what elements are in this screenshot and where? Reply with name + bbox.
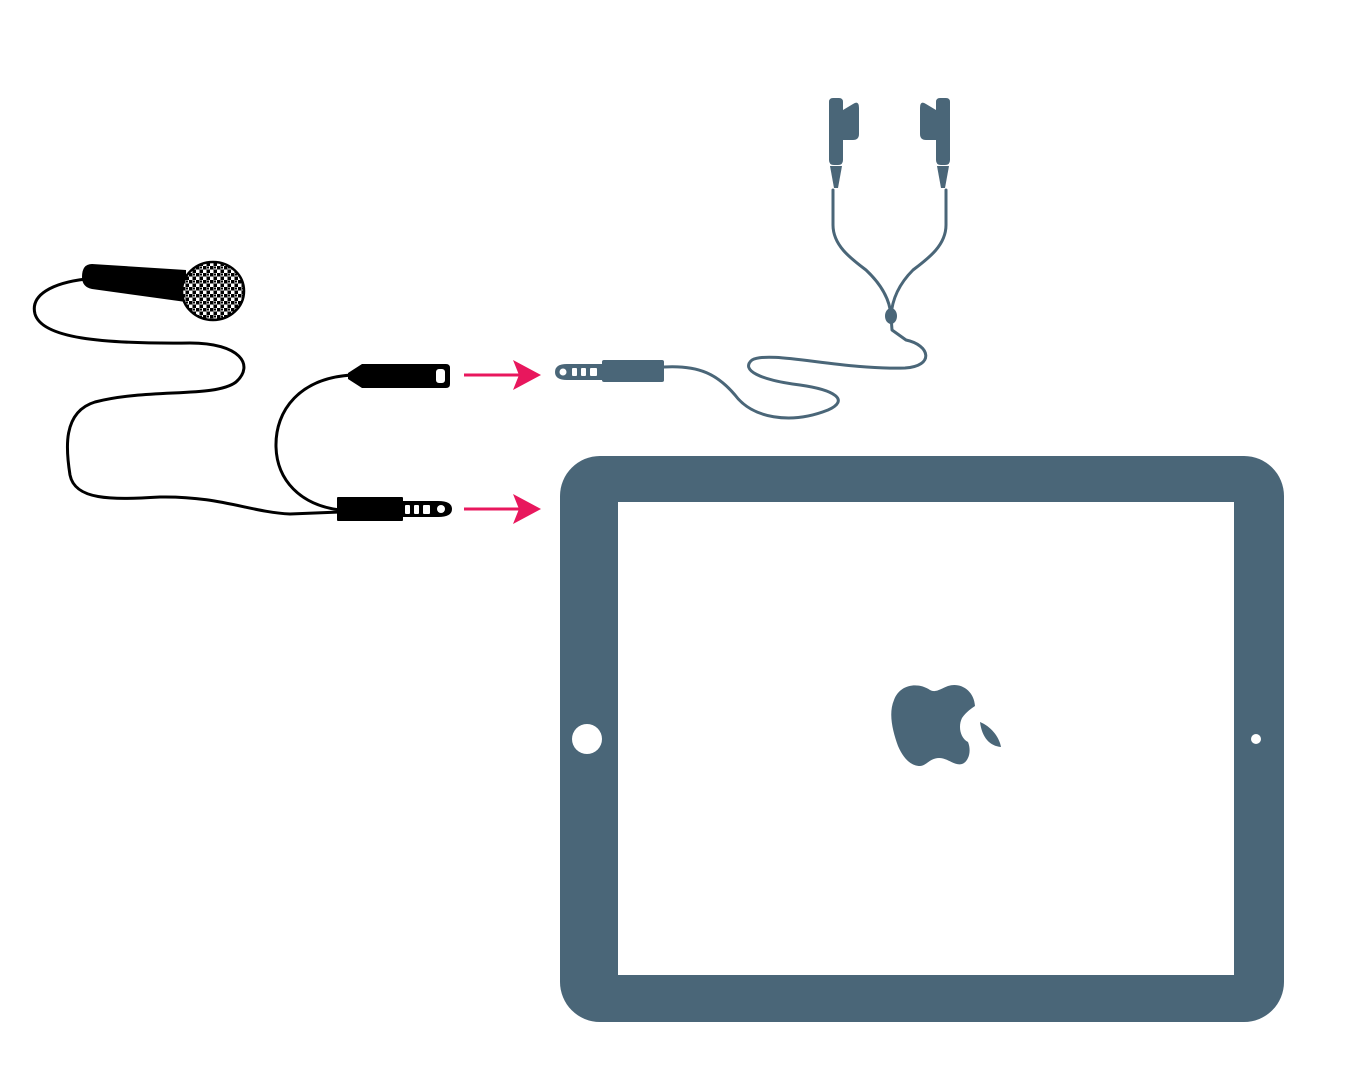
earbud-left — [829, 98, 859, 188]
tablet-camera — [1251, 734, 1261, 744]
earphones-junction — [885, 308, 897, 324]
earphone-plug — [555, 360, 664, 382]
earphones-icon — [555, 98, 950, 420]
splitter-female-socket — [348, 364, 450, 388]
earphones-right-wire — [889, 188, 948, 318]
ipad-icon — [560, 456, 1284, 1022]
earbud-right — [920, 98, 950, 188]
y-splitter-icon — [274, 364, 452, 521]
tablet-home-button — [572, 724, 602, 754]
arrow-to-earphone-plug — [464, 360, 541, 390]
splitter-male-plug — [337, 497, 452, 521]
arrow-to-tablet — [464, 494, 541, 524]
apple-logo-icon — [891, 684, 1001, 766]
microphone-icon — [32, 260, 342, 516]
microphone-handle — [82, 264, 186, 302]
microphone-cable — [32, 277, 342, 516]
earphones-left-wire — [831, 188, 893, 318]
splitter-cable-loop — [274, 373, 354, 512]
earphones-cord — [662, 314, 928, 420]
microphone-head — [181, 261, 245, 321]
